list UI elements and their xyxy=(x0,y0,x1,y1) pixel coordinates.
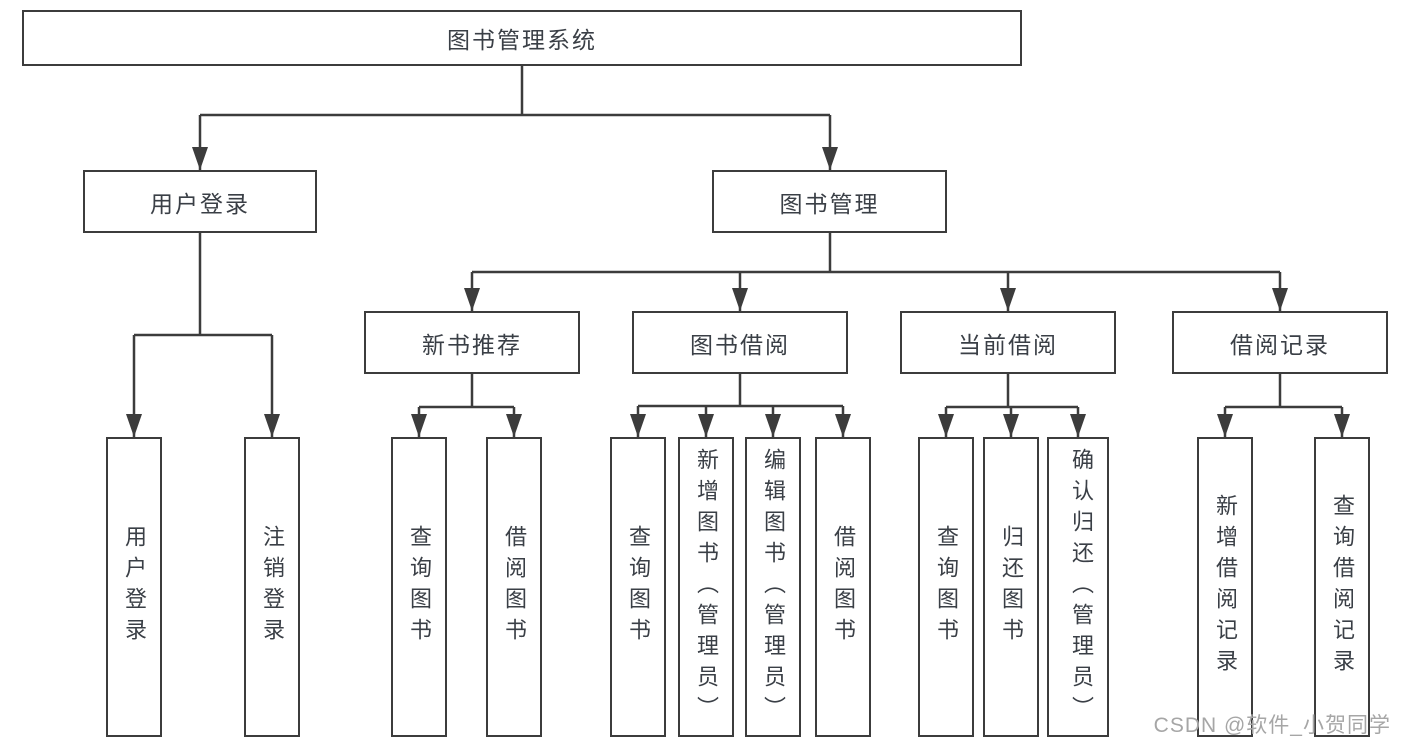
node-current-borrow: 当前借阅 xyxy=(900,311,1116,374)
watermark: CSDN @软件_小贺同学 xyxy=(1153,714,1391,737)
node-user-login: 用户登录 xyxy=(83,170,317,233)
node-book-borrow: 图书借阅 xyxy=(632,311,848,374)
leaf-logout: 注销登录 xyxy=(244,437,300,737)
leaf-borrow-books-borrow: 借阅图书 xyxy=(815,437,871,737)
node-root: 图书管理系统 xyxy=(22,10,1022,66)
node-book-management: 图书管理 xyxy=(712,170,947,233)
node-new-book-recommend: 新书推荐 xyxy=(364,311,580,374)
leaf-query-borrow-record: 查询借阅记录 xyxy=(1314,437,1370,737)
leaf-edit-book-admin: 编辑图书（管理员） xyxy=(745,437,801,737)
leaf-return-book: 归还图书 xyxy=(983,437,1039,737)
leaf-query-books-recommend: 查询图书 xyxy=(391,437,447,737)
node-borrow-records: 借阅记录 xyxy=(1172,311,1388,374)
leaf-borrow-books-recommend: 借阅图书 xyxy=(486,437,542,737)
leaf-add-book-admin: 新增图书（管理员） xyxy=(678,437,734,737)
leaf-user-login: 用户登录 xyxy=(106,437,162,737)
leaf-query-books-current: 查询图书 xyxy=(918,437,974,737)
leaf-query-books-borrow: 查询图书 xyxy=(610,437,666,737)
leaf-add-borrow-record: 新增借阅记录 xyxy=(1197,437,1253,737)
leaf-confirm-return-admin: 确认归还（管理员） xyxy=(1047,437,1109,737)
